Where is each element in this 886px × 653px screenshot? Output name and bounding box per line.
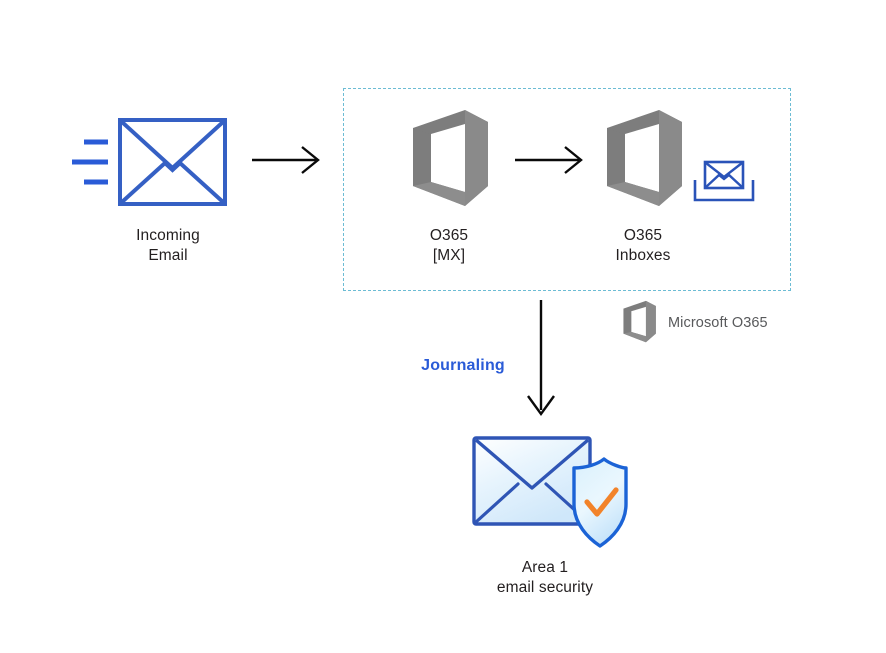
journaling-edge-label: Journaling: [421, 357, 505, 374]
o365-mx-node: [403, 108, 495, 210]
arrow-right-icon: [515, 146, 583, 174]
area1-label: Area 1 email security: [496, 559, 594, 596]
inbox-tray-badge: [693, 158, 755, 204]
o365-inboxes-node: [597, 108, 689, 210]
arrow-down-icon: [527, 300, 555, 417]
microsoft-o365-boundary-box: [343, 88, 791, 291]
o365-mx-label: O365 [MX]: [429, 227, 469, 264]
legend-microsoft-o365: [619, 300, 659, 344]
incoming-email-label: Incoming Email: [136, 227, 200, 264]
inbox-tray-icon: [693, 160, 755, 202]
speed-lines-icon: [72, 139, 108, 185]
check-icon: [584, 487, 619, 517]
envelope-icon: [72, 118, 227, 206]
email-shield-check-icon: [472, 436, 628, 548]
arrow-inboxes-to-area1: [523, 300, 559, 420]
arrow-incoming-to-mx: [252, 145, 324, 175]
area1-node: [470, 432, 630, 552]
incoming-email-node: [70, 118, 230, 210]
o365-inboxes-label: O365 Inboxes: [615, 227, 671, 264]
arrow-mx-to-inboxes: [515, 145, 587, 175]
shield-icon: [572, 457, 628, 548]
office-365-logo-icon: [413, 110, 488, 206]
office-365-logo-icon: [607, 110, 682, 206]
office-365-logo-icon: [623, 300, 656, 343]
legend-microsoft-o365-label: Microsoft O365: [668, 315, 768, 331]
arrow-right-icon: [252, 146, 320, 174]
